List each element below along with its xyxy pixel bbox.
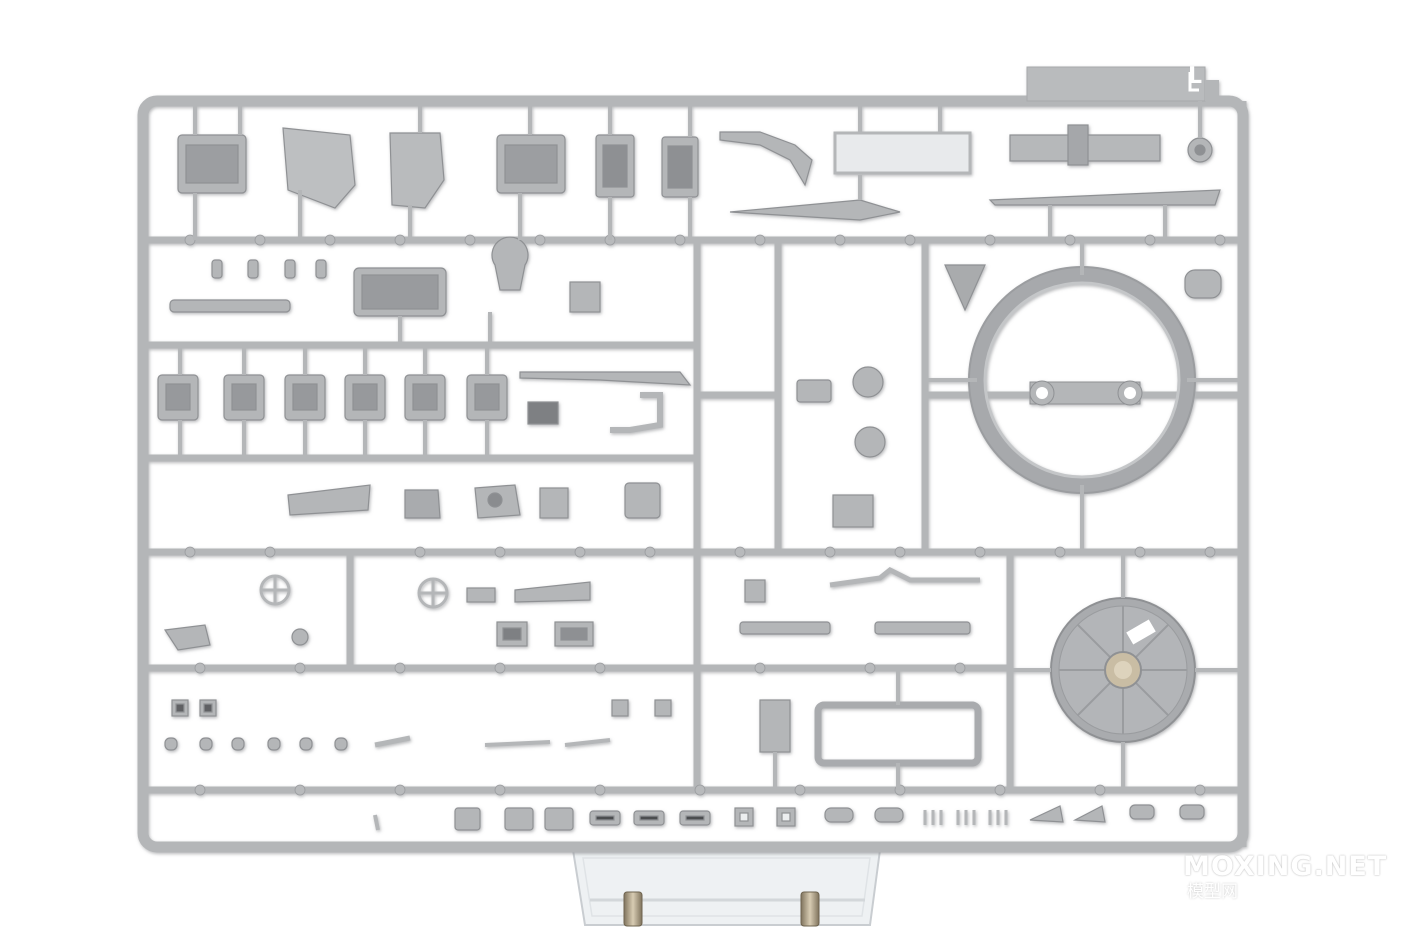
watermark-site-name: MOXING.NET bbox=[1183, 851, 1388, 882]
sprue-tag bbox=[1026, 66, 1206, 102]
stand-clip-right bbox=[800, 891, 820, 927]
sprue-frame bbox=[137, 66, 1249, 853]
hatch-disc-part bbox=[1050, 597, 1196, 743]
stand-clip-left bbox=[623, 891, 643, 927]
sprue-tag-letter: L bbox=[1187, 64, 1203, 89]
watermark: MOXING.NET 模型网 bbox=[1183, 851, 1388, 903]
clear-stand bbox=[571, 849, 882, 927]
watermark-chinese-name: 模型网 bbox=[1187, 882, 1238, 902]
turret-ring-part bbox=[968, 266, 1196, 494]
